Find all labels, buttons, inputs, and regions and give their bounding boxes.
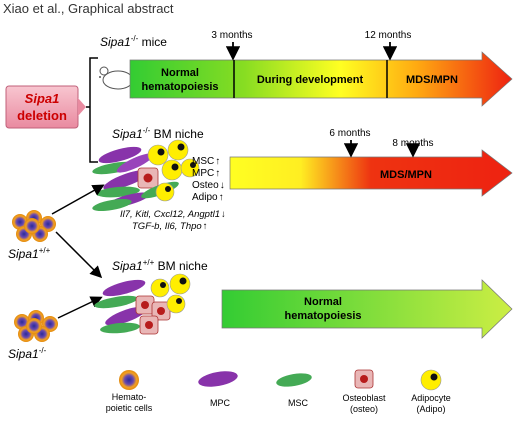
arrow-wt-to-wt-niche bbox=[55, 231, 103, 279]
svg-text:MSC: MSC bbox=[288, 398, 309, 408]
arrow-sipa1-ko-mice: Normal hematopoiesis During development … bbox=[129, 30, 513, 107]
arrow2-time-6-months: 6 months bbox=[329, 128, 370, 139]
svg-text:poietic cells: poietic cells bbox=[106, 403, 153, 413]
bracket bbox=[89, 57, 98, 163]
header-title: Xiao et al., Graphical abstract bbox=[3, 1, 174, 16]
cell-change-list: MSC↑ MPC↑ Osteo↓ Adipo↑ bbox=[192, 156, 225, 203]
arrow1-normal-line2: hematopoiesis bbox=[141, 81, 218, 93]
sipa1-deletion-box: Sipa1 deletion bbox=[5, 85, 86, 129]
arrow-bm-niche-wt: Normal hematopoiesis bbox=[221, 279, 513, 339]
svg-text:(Adipo): (Adipo) bbox=[416, 404, 445, 414]
arrow-ko-to-wt-niche bbox=[57, 296, 103, 319]
bm-niche-ko-label: Sipa1-/- BM niche bbox=[112, 126, 204, 141]
cytokines-line1: Il7, Kitl, Cxcl12, Angptl1↓ bbox=[120, 209, 226, 220]
change-msc: MSC↑ bbox=[192, 156, 220, 167]
svg-text:Hemato-: Hemato- bbox=[112, 392, 147, 402]
legend-osteoblast: Osteoblast (osteo) bbox=[342, 369, 386, 414]
arrow2-mds-mpn: MDS/MPN bbox=[380, 169, 432, 181]
hsc-cluster-ko bbox=[14, 310, 58, 342]
deletion-gene: Sipa1 bbox=[25, 91, 60, 106]
svg-text:Osteoblast: Osteoblast bbox=[342, 393, 386, 403]
change-osteo: Osteo↓ bbox=[192, 180, 225, 191]
arrow1-normal-line1: Normal bbox=[161, 67, 199, 79]
arrow3-line2: hematopoiesis bbox=[284, 310, 361, 322]
cytokines-line2: TGF-b, Il6, Thpo↑ bbox=[132, 221, 207, 232]
change-adipo: Adipo↑ bbox=[192, 192, 224, 203]
bm-niche-wt-cluster bbox=[94, 273, 191, 335]
arrow1-time-12-months: 12 months bbox=[365, 30, 412, 41]
svg-text:Adipocyte: Adipocyte bbox=[411, 393, 451, 403]
legend-mpc: MPC bbox=[198, 371, 238, 408]
hsc-cluster-wt bbox=[12, 210, 56, 242]
legend-msc: MSC bbox=[276, 373, 312, 408]
legend-hematopoietic: Hemato- poietic cells bbox=[106, 370, 153, 413]
arrow-wt-to-ko-niche bbox=[51, 184, 105, 215]
hsc-wt-label: Sipa1+/+ bbox=[8, 246, 51, 261]
arrow1-during-development: During development bbox=[257, 74, 364, 86]
svg-text:(osteo): (osteo) bbox=[350, 404, 378, 414]
bm-niche-wt-label: Sipa1+/+ BM niche bbox=[112, 258, 208, 273]
bm-niche-ko-cluster bbox=[92, 139, 200, 212]
hsc-ko-label: Sipa1-/- bbox=[8, 346, 47, 361]
deletion-label: deletion bbox=[17, 108, 67, 123]
arrow2-time-8-months: 8 months bbox=[392, 138, 433, 149]
legend-adipocyte: Adipocyte (Adipo) bbox=[411, 369, 451, 414]
arrow1-mds-mpn: MDS/MPN bbox=[406, 74, 458, 86]
mice-label: Sipa1-/- mice bbox=[100, 34, 167, 49]
arrow-bm-niche-ko: MDS/MPN 6 months 8 months bbox=[229, 128, 513, 197]
arrow1-time-3-months: 3 months bbox=[211, 30, 252, 41]
change-mpc: MPC↑ bbox=[192, 168, 220, 179]
arrow3-line1: Normal bbox=[304, 296, 342, 308]
svg-text:MPC: MPC bbox=[210, 398, 231, 408]
legend: Hemato- poietic cells MPC MSC Osteoblast… bbox=[106, 369, 451, 414]
